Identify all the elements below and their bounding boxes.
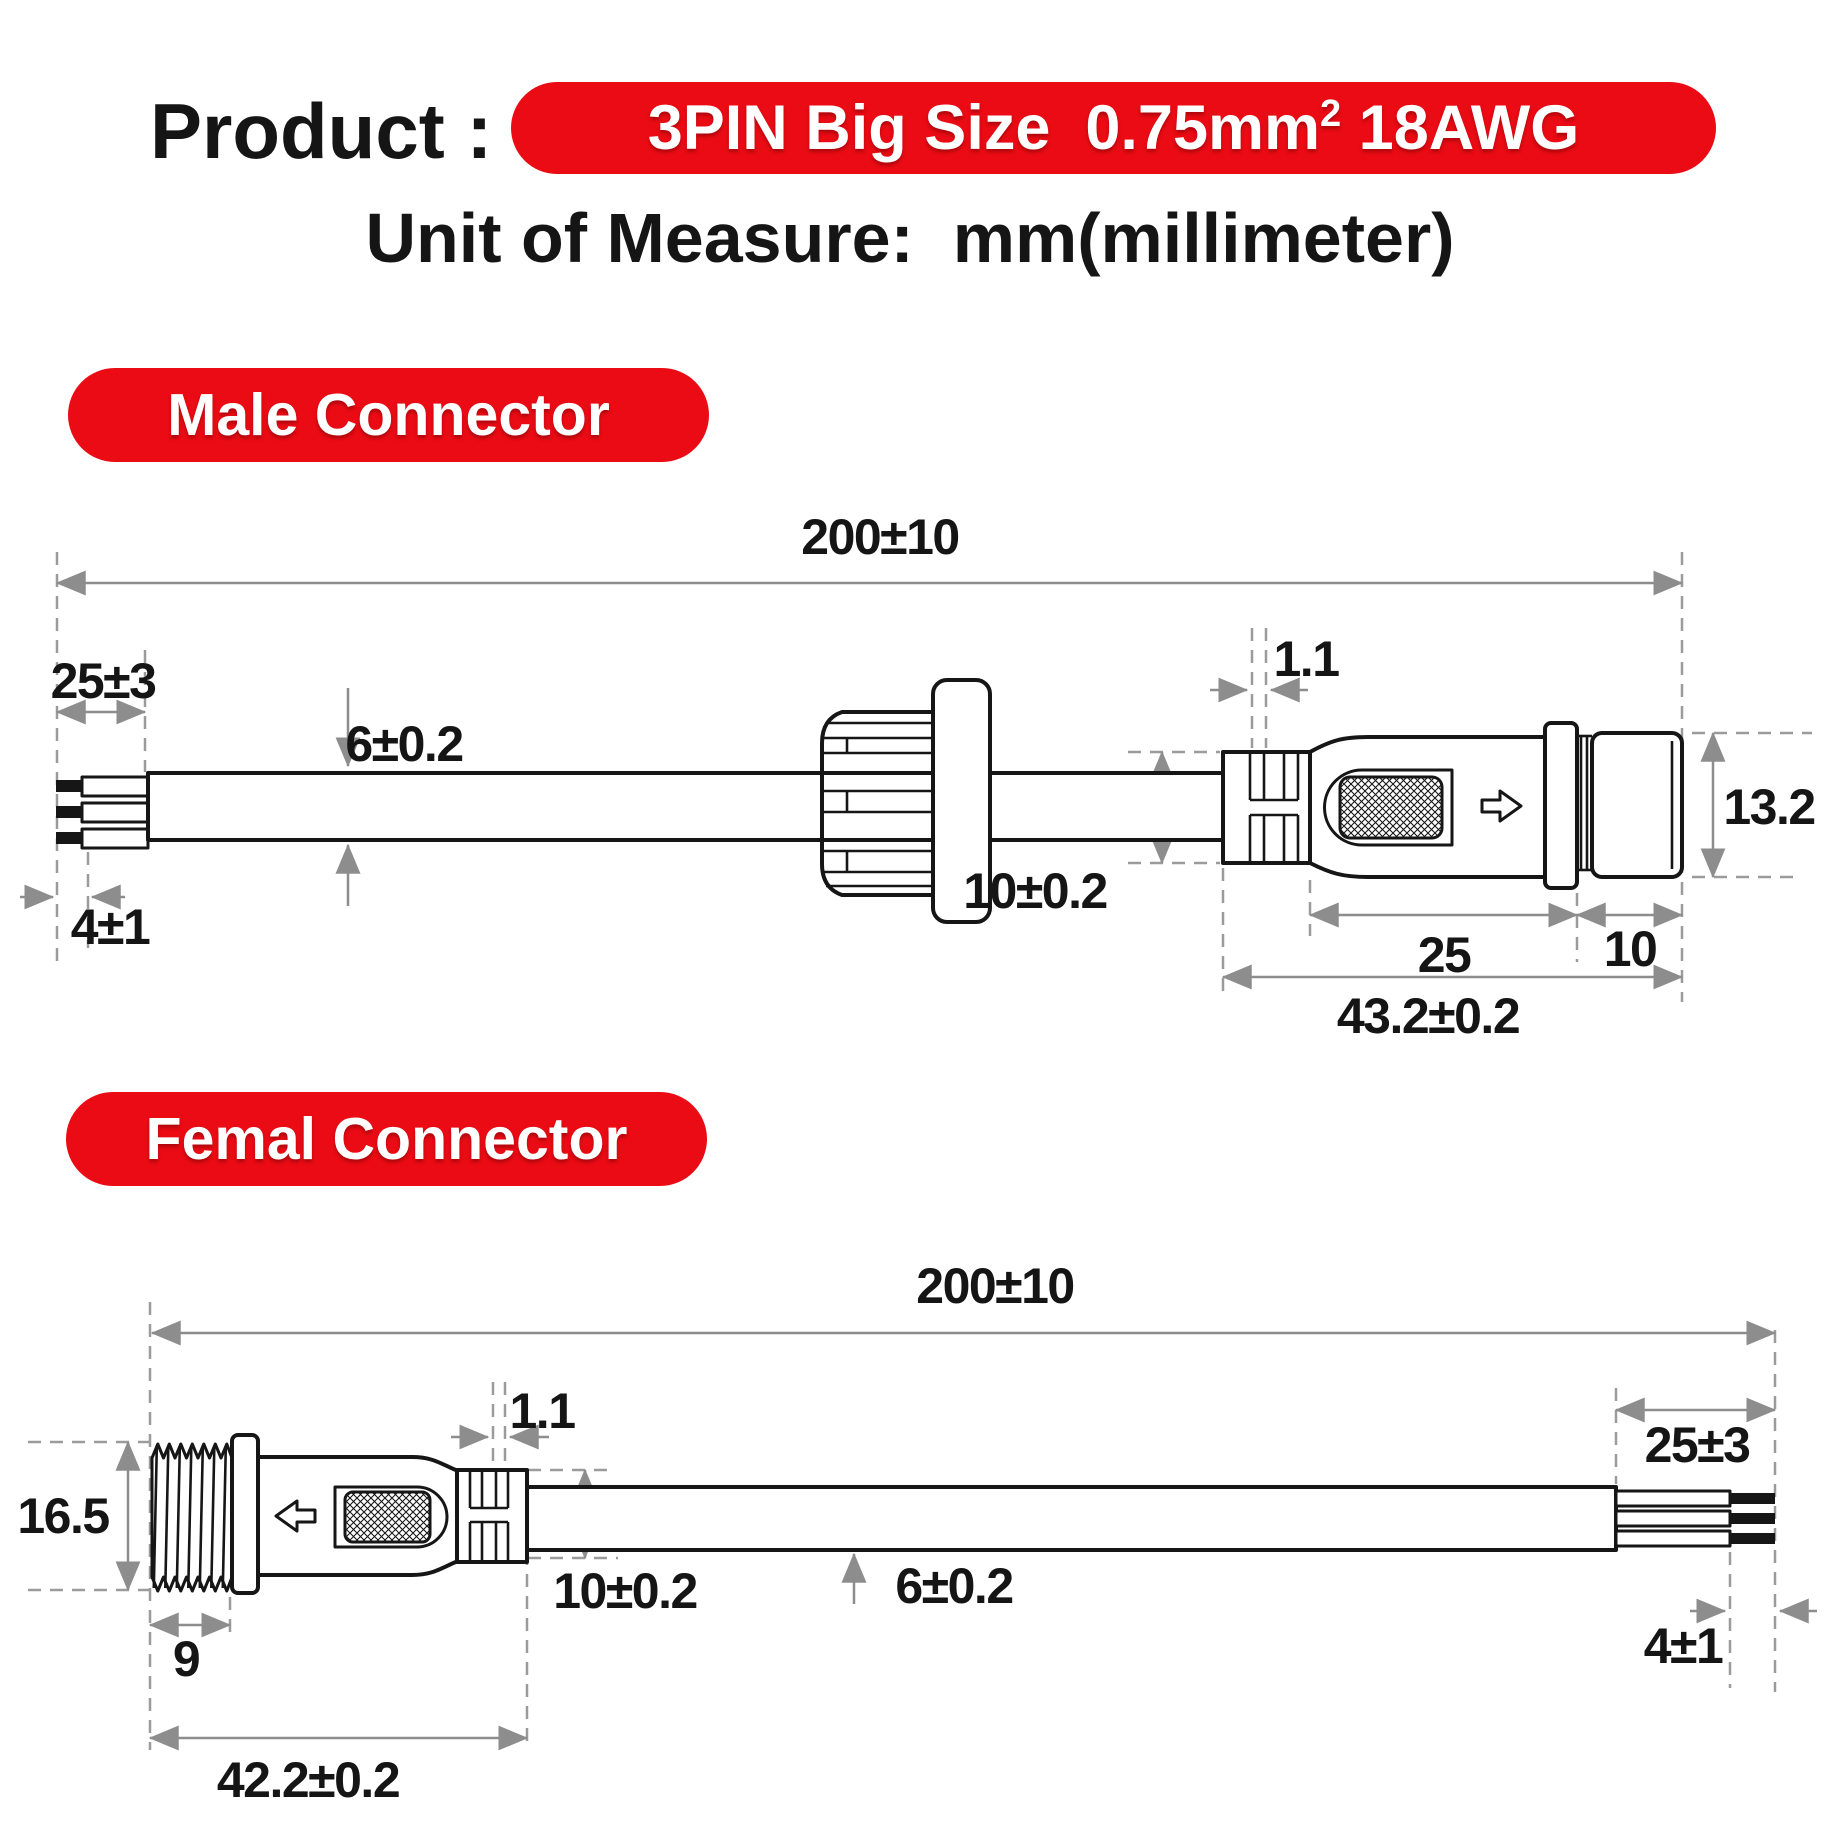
dim-female-overall-length: 200±10 xyxy=(916,1258,1075,1314)
female-wire-leads xyxy=(1614,1489,1775,1548)
dim-female-tip-length: 4±1 xyxy=(1643,1618,1724,1674)
plug-flange xyxy=(1543,721,1579,890)
dim-male-strip-length: 25±3 xyxy=(50,653,157,709)
nut-flange xyxy=(931,678,992,924)
nut-knurl-lines xyxy=(822,721,933,888)
grip-pad xyxy=(343,1490,432,1544)
wire-tip xyxy=(1730,1493,1775,1504)
dim-male-tip-length: 4±1 xyxy=(70,899,151,955)
male-strain-relief xyxy=(1221,750,1312,865)
dim-female-cable-diameter: 6±0.2 xyxy=(895,1558,1014,1614)
direction-arrow-icon xyxy=(274,1499,317,1533)
wire-tip xyxy=(56,806,83,818)
wire-tip xyxy=(56,832,83,844)
dim-male-connector-length: 43.2±0.2 xyxy=(1336,988,1521,1044)
male-locking-nut xyxy=(820,678,992,924)
dim-female-boot-height: 10±0.2 xyxy=(553,1563,698,1619)
wire-body xyxy=(80,827,150,850)
thread-flange xyxy=(230,1433,260,1595)
wire-body xyxy=(1614,1529,1732,1548)
male-cable xyxy=(146,771,1225,842)
dim-male-rib-gap: 1.1 xyxy=(1273,631,1340,687)
wire-tip xyxy=(1730,1513,1775,1524)
dim-male-cable-diameter: 6±0.2 xyxy=(345,716,464,772)
nut-knurl xyxy=(820,710,935,897)
male-connector-body xyxy=(1308,735,1547,879)
dim-female-rib-gap: 1.1 xyxy=(509,1383,576,1439)
dim-female-thread-diameter: 16.5 xyxy=(17,1488,110,1544)
dim-male-cap-length: 10 xyxy=(1603,921,1658,977)
wire-tip xyxy=(1730,1533,1775,1544)
female-thread xyxy=(150,1433,260,1595)
wire-body xyxy=(80,775,150,798)
dim-male-cap-diameter: 13.2 xyxy=(1723,779,1816,835)
male-plug-end xyxy=(1543,721,1684,890)
grip-pad xyxy=(1338,775,1444,840)
female-connector-body xyxy=(256,1455,460,1577)
product-label: Product : xyxy=(150,87,514,175)
male-connector-drawing xyxy=(20,552,1812,1002)
dim-male-boot-height: 10±0.2 xyxy=(963,863,1108,919)
female-section-header: Femal Connector xyxy=(66,1092,707,1186)
dim-male-body-length: 25 xyxy=(1417,927,1472,983)
female-connector-drawing xyxy=(28,1302,1817,1751)
female-strain-relief xyxy=(455,1468,529,1564)
male-dimension-lines xyxy=(20,570,1726,990)
dim-female-connector-length: 42.2±0.2 xyxy=(216,1752,401,1808)
wire-body xyxy=(1614,1489,1732,1508)
female-cable xyxy=(525,1485,1618,1552)
product-badge-text-end: 18AWG xyxy=(1341,93,1580,163)
thread-lines xyxy=(152,1446,228,1589)
dim-female-strip-length: 25±3 xyxy=(1644,1417,1751,1473)
wire-body xyxy=(80,801,150,824)
plug-cap xyxy=(1590,731,1684,879)
female-extension-lines xyxy=(28,1302,1777,1750)
dim-male-overall-length: 200±10 xyxy=(801,509,960,565)
male-wire-leads xyxy=(56,775,150,850)
wire-tip xyxy=(56,780,83,792)
direction-arrow-icon xyxy=(1480,789,1523,823)
product-badge-text: 3PIN Big Size 0.75mm xyxy=(647,93,1321,163)
unit-of-measure-label: Unit of Measure: mm(millimeter) xyxy=(365,199,1455,277)
male-section-header: Male Connector xyxy=(68,368,709,462)
plug-neck xyxy=(1577,734,1592,872)
dim-female-thread-length: 9 xyxy=(172,1631,201,1687)
wire-body xyxy=(1614,1509,1732,1528)
